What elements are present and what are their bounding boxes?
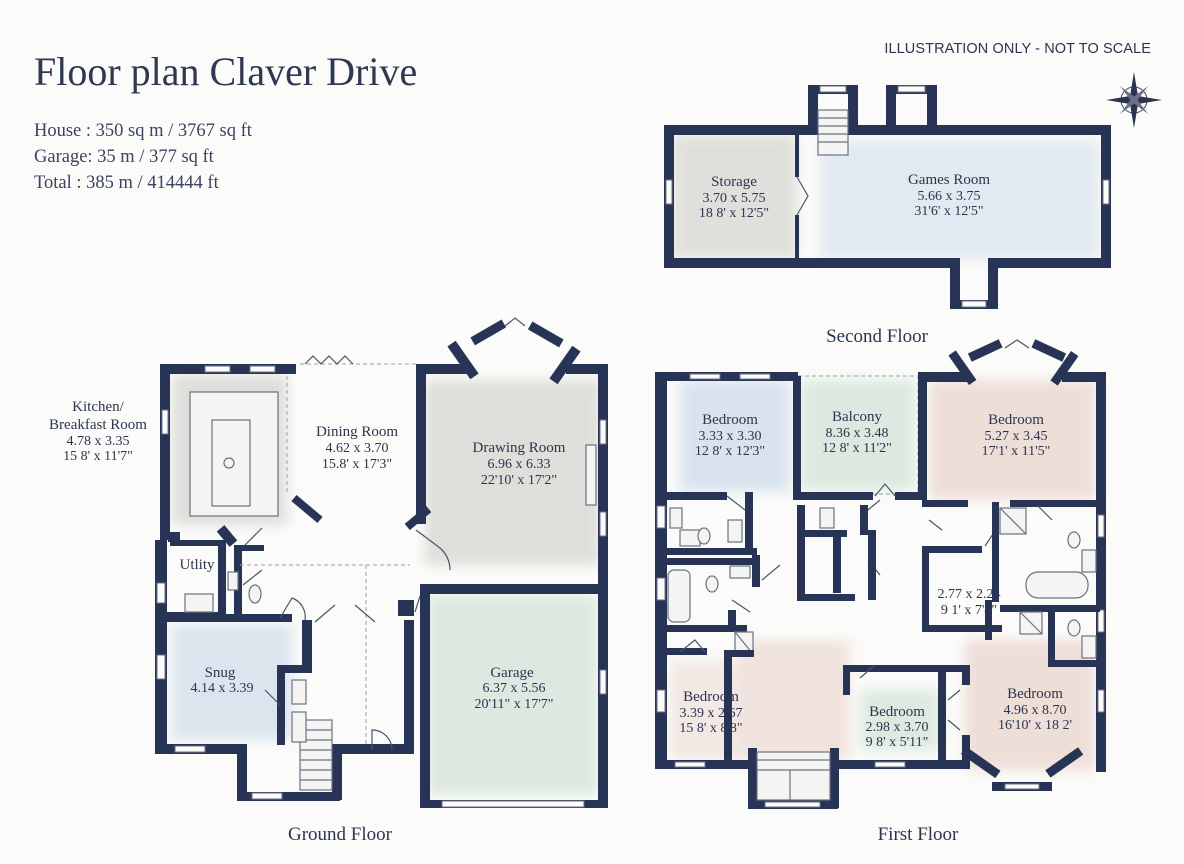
kitchen-label-line1: Kitchen/ (72, 399, 124, 415)
bedroom3-metric: 3.39 x 2.67 (680, 706, 743, 721)
area-summary: House : 350 sq m / 3767 sq ft Garage: 35… (34, 118, 252, 196)
first-floor-caption: First Floor (878, 824, 959, 845)
garage-area: Garage: 35 m / 377 sq ft (34, 147, 214, 167)
bedroom4-label: Bedroom (869, 704, 925, 720)
bedroom1-metric: 3.33 x 3.30 (699, 429, 762, 444)
first-floor-plan: Bedroom 3.33 x 3.30 12 8' x 12'3" Balcon… (655, 339, 1106, 845)
snug-metric: 4.14 x 3.39 (191, 681, 254, 696)
page-title: Floor plan Claver Drive (34, 49, 418, 94)
bedroom3-imperial: 15 8' x 8'8" (679, 721, 742, 736)
ground-floor-caption: Ground Floor (288, 824, 393, 845)
total-area: Total : 385 m / 414444 ft (34, 173, 219, 193)
landing-metric: 2.77 x 2.24 (938, 587, 1001, 602)
games-room-metric: 5.66 x 3.75 (918, 189, 981, 204)
storage-imperial: 18 8' x 12'5" (699, 206, 769, 221)
bedroom4-metric: 2.98 x 3.70 (866, 720, 929, 735)
kitchen-label-line2: Breakfast Room (49, 417, 147, 433)
snug-label: Snug (205, 665, 236, 681)
bedroom2-label: Bedroom (988, 412, 1044, 428)
balcony-label: Balcony (832, 409, 882, 425)
house-area: House : 350 sq m / 3767 sq ft (34, 121, 252, 141)
games-room-imperial: 31'6' x 12'5" (914, 204, 983, 219)
dining-room-imperial: 15.8' x 17'3" (322, 457, 392, 472)
games-room-label: Games Room (908, 172, 990, 188)
disclaimer-note: ILLUSTRATION ONLY - NOT TO SCALE (884, 41, 1151, 57)
ground-floor-plan: Utlity (49, 317, 608, 845)
bedroom2-metric: 5.27 x 3.45 (985, 429, 1048, 444)
bedroom1-imperial: 12 8' x 12'3" (695, 444, 765, 459)
second-floor-caption: Second Floor (826, 326, 929, 347)
balcony-imperial: 12 8' x 11'2" (822, 441, 892, 456)
second-floor-plan: Storage 3.70 x 5.75 18 8' x 12'5" Games … (664, 85, 1111, 347)
bedroom1-label: Bedroom (702, 412, 758, 428)
bedroom2-imperial: 17'1' x 11'5" (982, 444, 1051, 459)
kitchen-metric: 4.78 x 3.35 (67, 434, 130, 449)
landing-imperial: 9 1' x 7'4" (941, 603, 997, 618)
bedroom5-metric: 4.96 x 8.70 (1004, 703, 1067, 718)
garage-imperial: 20'11" x 17'7" (475, 697, 554, 712)
bedroom5-label: Bedroom (1007, 686, 1063, 702)
dining-room-label: Dining Room (316, 424, 398, 440)
garage-metric: 6.37 x 5.56 (483, 681, 546, 696)
drawing-room-metric: 6.96 x 6.33 (488, 457, 551, 472)
compass-rose-icon (1106, 72, 1162, 128)
kitchen-imperial: 15 8' x 11'7" (63, 449, 133, 464)
balcony-metric: 8.36 x 3.48 (826, 426, 889, 441)
bedroom5-imperial: 16'10' x 18 2' (998, 718, 1072, 733)
utility-label: Utlity (179, 557, 215, 573)
storage-label: Storage (711, 174, 757, 190)
dining-room-metric: 4.62 x 3.70 (326, 441, 389, 456)
drawing-room-imperial: 22'10' x 17'2" (481, 473, 557, 488)
drawing-room-label: Drawing Room (473, 440, 566, 456)
garage-label: Garage (490, 665, 534, 681)
bedroom3-label: Bedroom (683, 689, 739, 705)
bedroom4-imperial: 9 8' x 5'11" (866, 735, 929, 750)
storage-metric: 3.70 x 5.75 (703, 191, 766, 206)
